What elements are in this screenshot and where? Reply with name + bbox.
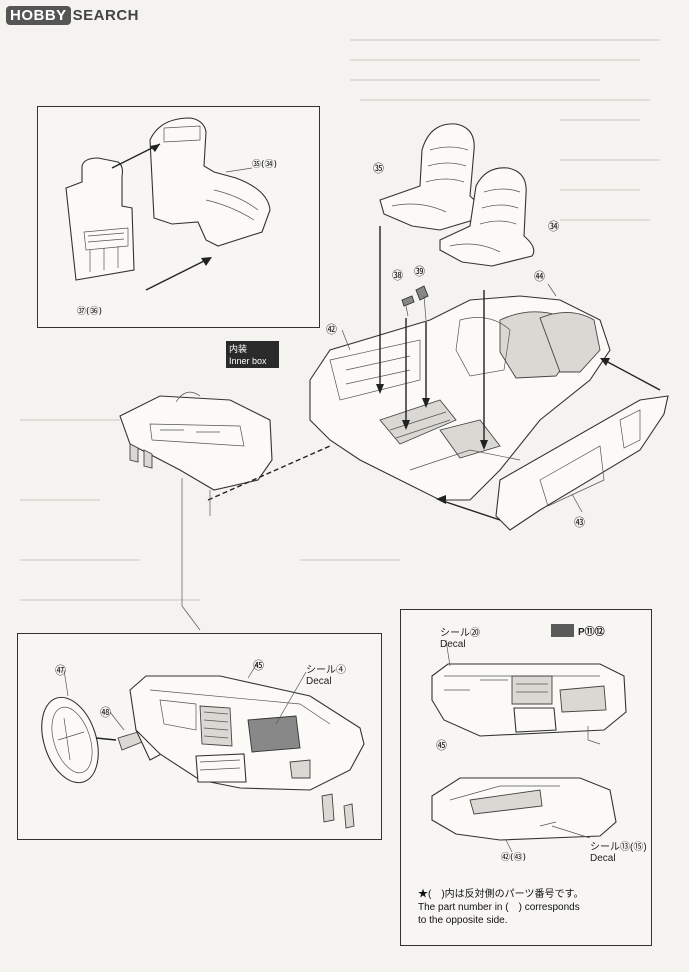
label-48: ㊽ [100,706,111,719]
badge-en: Inner box [229,356,267,366]
decal-door-en: Decal [590,853,616,864]
label-42: ㊷ [326,323,337,336]
seat-34 [439,167,535,267]
footnote: ★( )内は反対側のパーツ番号です。 The part number in ( … [418,888,638,927]
label-47: ㊼ [55,664,66,677]
footnote-en-2: to the opposite side. [418,915,508,926]
dash-leader [207,445,331,501]
page-ref-swatch [551,624,574,637]
footnote-jp: ★( )内は反対側のパーツ番号です。 [418,889,584,900]
label-door: ㊷(㊸) [501,853,527,863]
label-34: ㉞ [548,220,559,233]
page-reference: P⑪⑫ [551,623,605,638]
panel-decal-20 [431,663,627,745]
watermark-logo: HOBBY [6,5,71,25]
label-38: ㊳ [392,269,403,282]
arrow-door43 [603,359,661,391]
footnote-en-1: The part number in ( ) corresponds [418,902,580,913]
decal-door-label: シール⑬(⑮) Decal [590,838,647,864]
label-43: ㊸ [574,516,585,529]
dashboard-45 [129,675,365,829]
parts-38-39 [401,285,429,321]
label-45-panel: ㊺ [436,739,447,752]
dashboard-exploded [119,391,273,491]
interior-tub [309,295,611,501]
arrow-column [95,737,117,741]
decal-door-jp: シール⑬(⑮) [590,842,647,853]
inner-box-badge: 内装 Inner box [226,341,279,368]
watermark: HOBBY SEARCH [6,5,139,25]
page-ref-text: P⑪⑫ [578,627,605,638]
decal-dash-jp: シール④ [306,665,346,676]
decal-dash-label: シール④ Decal [306,661,346,687]
watermark-text: SEARCH [72,6,140,24]
arrow-seatback [145,257,211,291]
label-39: ㊴ [414,265,425,278]
seat-front-part [149,117,271,247]
badge-jp: 内装 [229,344,248,354]
decal-panel-jp: シール⑳ [440,628,480,639]
label-seat-back: ㊲(㊱) [77,307,103,317]
label-35: ㉟ [373,162,384,175]
steering-wheel-47 [41,696,99,784]
door-panel-43 [495,395,669,531]
seat-35 [379,123,482,231]
arrow-door43-front [439,499,501,521]
decal-panel-en: Decal [440,639,466,650]
door-decal-13 [431,777,617,841]
seat-back-part [65,157,135,281]
decal-panel-label: シール⑳ Decal [440,624,480,650]
label-seat-front: ㉟(㉞) [252,160,278,170]
label-44: ㊹ [534,270,545,283]
decal-dash-en: Decal [306,676,332,687]
label-45-dash: ㊺ [253,659,264,672]
